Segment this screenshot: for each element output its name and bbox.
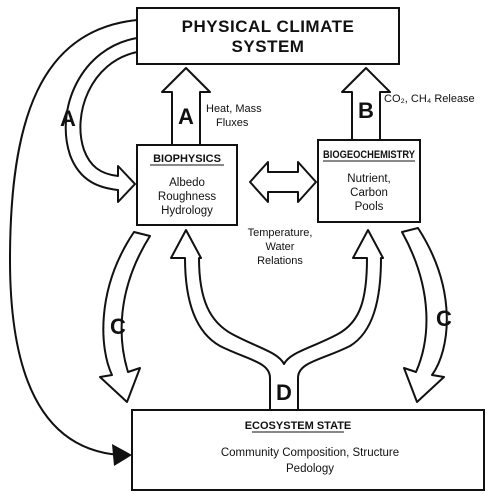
biogeochemistry-carbon: Carbon [350, 187, 388, 199]
letter-a-left: A [60, 106, 76, 131]
ecosystem-box [131, 409, 485, 491]
letter-b-up: B [358, 98, 374, 123]
arrow-a-up [161, 67, 211, 146]
physical-title-line1: PHYSICAL CLIMATE [182, 17, 355, 36]
arrow-c-right [401, 227, 448, 403]
biophysics-roughness: Roughness [158, 191, 216, 203]
biophysics-albedo: Albedo [169, 177, 205, 189]
biogeochemistry-title: BIOGEOCHEMISTRY [323, 149, 416, 161]
letter-c-right: C [436, 306, 452, 331]
label-relations: Relations [257, 255, 303, 267]
ecosystem-pedology: Pedology [286, 463, 334, 475]
label-water: Water [266, 241, 295, 253]
letter-c-left: C [110, 314, 126, 339]
double-arrow-bio [249, 161, 317, 203]
letter-a-up: A [178, 104, 194, 129]
label-heat-mass: Heat, Mass [206, 103, 262, 115]
label-temperature: Temperature, [248, 227, 313, 239]
ecosystem-community: Community Composition, Structure [221, 447, 399, 459]
label-co2-release: CO₂, CH₄ Release [384, 93, 475, 105]
biophysics-box [136, 144, 238, 226]
biophysics-title: BIOPHYSICS [153, 153, 221, 165]
physical-climate-box [136, 7, 400, 65]
label-fluxes: Fluxes [216, 117, 249, 129]
ecosystem-title: ECOSYSTEM STATE [245, 420, 352, 432]
biophysics-hydrology: Hydrology [161, 205, 213, 217]
arrow-b-up [341, 67, 391, 141]
arrow-a-outer-head [112, 444, 132, 466]
physical-title-line2: SYSTEM [232, 37, 305, 56]
biogeochemistry-pools: Pools [355, 201, 384, 213]
biogeochemistry-nutrient: Nutrient, [347, 173, 390, 185]
arrow-a-outer [8, 19, 138, 456]
arrow-d-fork [170, 229, 384, 411]
arrow-a-branch [64, 37, 138, 203]
letter-d-bottom: D [276, 380, 292, 405]
arrow-c-left [99, 231, 151, 403]
biogeochemistry-box [317, 139, 421, 223]
